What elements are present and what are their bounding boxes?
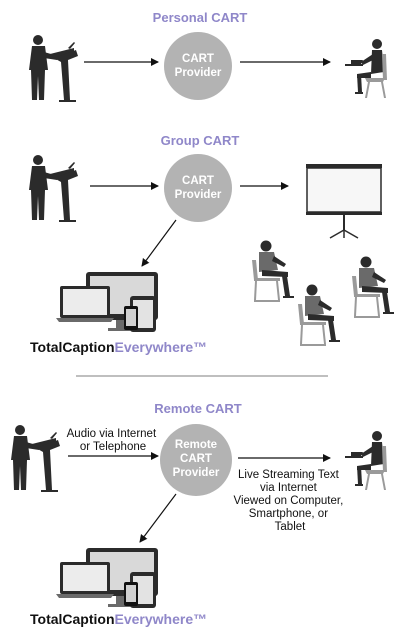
stream-note-line2: via Internet bbox=[260, 482, 318, 494]
stream-note-line1: Live Streaming Text bbox=[238, 469, 340, 481]
provider-label-line2: Provider bbox=[175, 189, 222, 201]
personal-cart-provider: CART Provider bbox=[164, 32, 232, 100]
brand-part1: TotalCaption bbox=[30, 611, 115, 627]
brand-part1: TotalCaption bbox=[30, 339, 115, 355]
stream-note-line3: Viewed on Computer, bbox=[234, 495, 344, 507]
personal-cart-title: Personal CART bbox=[153, 10, 248, 25]
group-cart-title: Group CART bbox=[161, 133, 240, 148]
arrow-remote-provider-to-devices bbox=[139, 493, 177, 543]
speaker-at-podium-icon bbox=[29, 35, 78, 102]
audio-note: Audio via Internet or Telephone bbox=[67, 428, 160, 453]
brand-logo: TotalCaptionEverywhere™ bbox=[30, 339, 207, 355]
devices-icon bbox=[56, 272, 158, 332]
audience-member-icon bbox=[352, 256, 394, 318]
stream-note-line5: Tablet bbox=[275, 521, 306, 533]
brand-part2: Everywhere™ bbox=[115, 611, 208, 627]
brand-logo: TotalCaptionEverywhere™ bbox=[30, 611, 207, 627]
stream-note: Live Streaming Text via Internet Viewed … bbox=[234, 469, 347, 533]
group-cart-provider: CART Provider bbox=[164, 154, 232, 222]
provider-label-line1: Remote bbox=[175, 439, 217, 451]
stream-note-line4: Smartphone, or bbox=[249, 508, 328, 520]
arrow-provider-to-devices bbox=[141, 219, 177, 267]
audio-note-line1: Audio via Internet bbox=[67, 428, 157, 440]
audio-note-line2: or Telephone bbox=[80, 441, 146, 453]
speaker-at-podium-icon bbox=[11, 425, 60, 492]
provider-label-line1: CART bbox=[182, 175, 214, 187]
devices-icon bbox=[56, 548, 158, 608]
remote-cart-provider: Remote CART Provider bbox=[160, 424, 232, 496]
brand-part2: Everywhere™ bbox=[115, 339, 208, 355]
provider-label-line2: Provider bbox=[175, 67, 222, 79]
provider-label-line3: Provider bbox=[173, 467, 220, 479]
projection-screen-icon bbox=[305, 163, 383, 239]
provider-label-line1: CART bbox=[182, 53, 214, 65]
speaker-at-podium-icon bbox=[29, 155, 78, 222]
remote-cart-title: Remote CART bbox=[154, 401, 241, 416]
laptop-user-icon bbox=[345, 431, 387, 490]
laptop-user-icon bbox=[345, 39, 387, 98]
audience-member-icon bbox=[252, 240, 294, 302]
audience-member-icon bbox=[298, 284, 340, 346]
provider-label-line2: CART bbox=[180, 453, 212, 465]
